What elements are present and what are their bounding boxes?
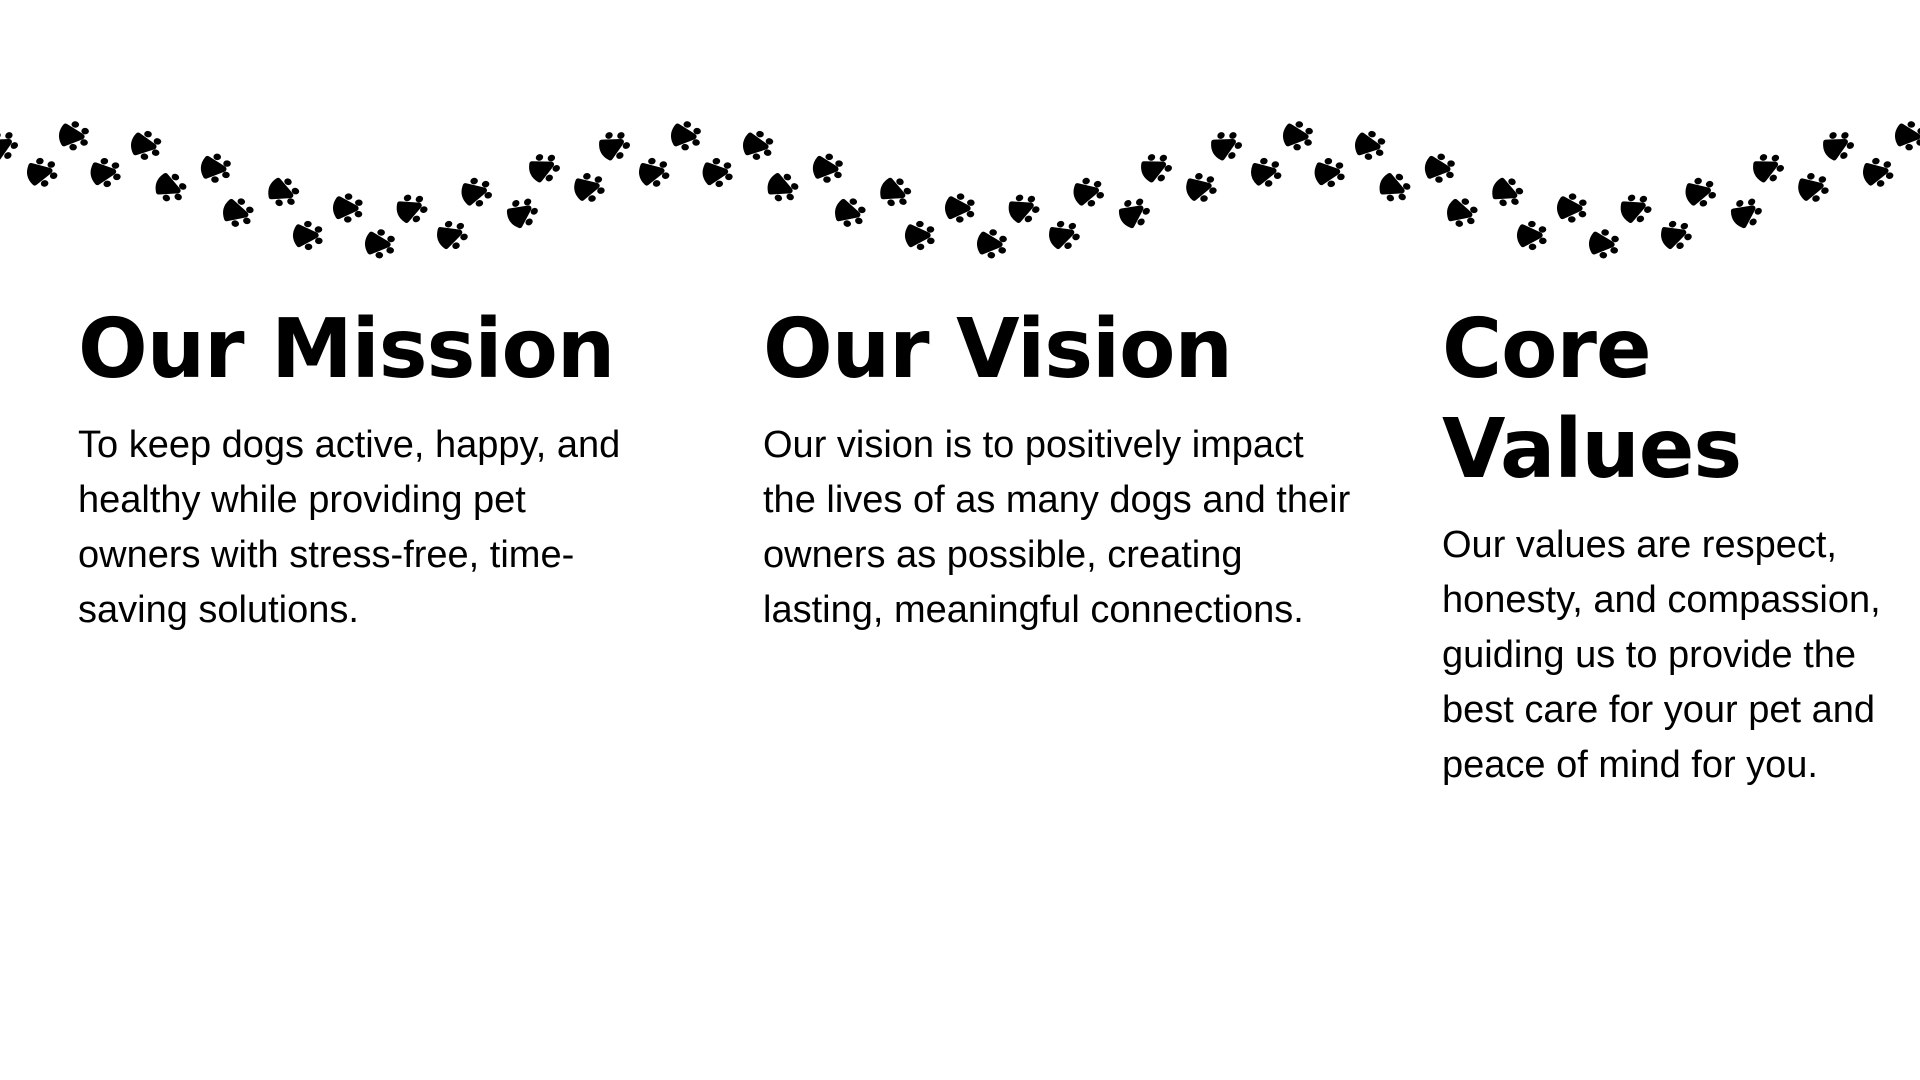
paw-print-icon bbox=[834, 195, 867, 230]
paw-print-icon bbox=[1728, 193, 1767, 232]
paw-print-icon bbox=[1048, 216, 1083, 252]
paw-print-icon bbox=[947, 193, 975, 223]
core-values-text: Our values are respect, honesty, and com… bbox=[1442, 524, 1881, 786]
paw-print-icon bbox=[1897, 120, 1920, 152]
paw-print-icon bbox=[1316, 156, 1346, 188]
paw-print-icon bbox=[92, 156, 122, 188]
paw-print-icon bbox=[61, 120, 90, 152]
paw-print-icon bbox=[504, 193, 543, 232]
paw-print-icon bbox=[1660, 216, 1695, 252]
paw-print-icon bbox=[154, 169, 190, 206]
paw-print-icon bbox=[1426, 152, 1455, 184]
paw-print-icon bbox=[1073, 175, 1106, 210]
paw-print-icon bbox=[1007, 189, 1043, 226]
paw-print-icon bbox=[436, 216, 471, 252]
paw-print-icon bbox=[367, 228, 396, 259]
paw-print-icon bbox=[1139, 148, 1176, 186]
paw-print-icon bbox=[1619, 189, 1655, 226]
paw-print-icon bbox=[27, 155, 59, 189]
paw-print-icon bbox=[639, 155, 671, 189]
paw-print-icon bbox=[527, 148, 564, 186]
paw-print-icon bbox=[574, 170, 607, 204]
paw-print-icon bbox=[395, 189, 431, 226]
paw-print-icon bbox=[979, 228, 1008, 259]
paw-print-icon bbox=[1356, 129, 1387, 162]
paw-print-icon bbox=[1378, 169, 1414, 206]
paw-print-icon bbox=[1685, 175, 1718, 210]
paw-print-icon bbox=[1285, 120, 1314, 152]
mission-heading: Our Mission bbox=[78, 302, 615, 397]
paw-print-icon bbox=[1490, 174, 1526, 211]
paw-print-trail bbox=[0, 0, 1920, 300]
paw-print-icon bbox=[266, 174, 302, 211]
paw-print-icon bbox=[1821, 126, 1858, 164]
vision-text: Our vision is to positively impact the l… bbox=[763, 424, 1351, 631]
paw-print-icon bbox=[597, 126, 634, 164]
paw-print-icon bbox=[1559, 193, 1587, 223]
paw-print-icon bbox=[1519, 220, 1546, 250]
paw-print-icon bbox=[1798, 170, 1831, 204]
paw-print-icon bbox=[1751, 148, 1788, 186]
paw-print-icon bbox=[704, 156, 734, 188]
paw-print-icon bbox=[335, 193, 363, 223]
core-values-heading: Core Values bbox=[1442, 302, 1742, 497]
paw-print-icon bbox=[222, 195, 255, 230]
mission-text: To keep dogs active, happy, and healthy … bbox=[78, 424, 621, 631]
paw-print-icon bbox=[766, 169, 802, 206]
core-values-section: Core Values Our values are respect, hone… bbox=[1442, 300, 1920, 793]
paw-print-icon bbox=[878, 174, 914, 211]
paw-print-icon bbox=[295, 220, 322, 250]
paw-print-icon bbox=[907, 220, 934, 250]
paw-print-icon bbox=[744, 129, 775, 162]
vision-heading: Our Vision bbox=[763, 302, 1233, 397]
paw-print-icon bbox=[814, 152, 843, 184]
paw-print-icon bbox=[1116, 193, 1155, 232]
paw-print-icon bbox=[673, 120, 702, 152]
paw-print-icon bbox=[1186, 170, 1219, 204]
mission-section: Our Mission To keep dogs active, happy, … bbox=[78, 300, 638, 638]
vision-section: Our Vision Our vision is to positively i… bbox=[763, 300, 1363, 638]
paw-print-icon bbox=[461, 175, 494, 210]
paw-print-icon bbox=[1591, 228, 1620, 259]
paw-print-icon bbox=[1863, 155, 1895, 189]
paw-print-icon bbox=[202, 152, 231, 184]
paw-print-icon bbox=[1446, 195, 1479, 230]
paw-print-icon bbox=[132, 129, 163, 162]
paw-print-icon bbox=[1209, 126, 1246, 164]
paw-print-icon bbox=[1251, 155, 1283, 189]
paw-print-icon bbox=[0, 126, 22, 164]
